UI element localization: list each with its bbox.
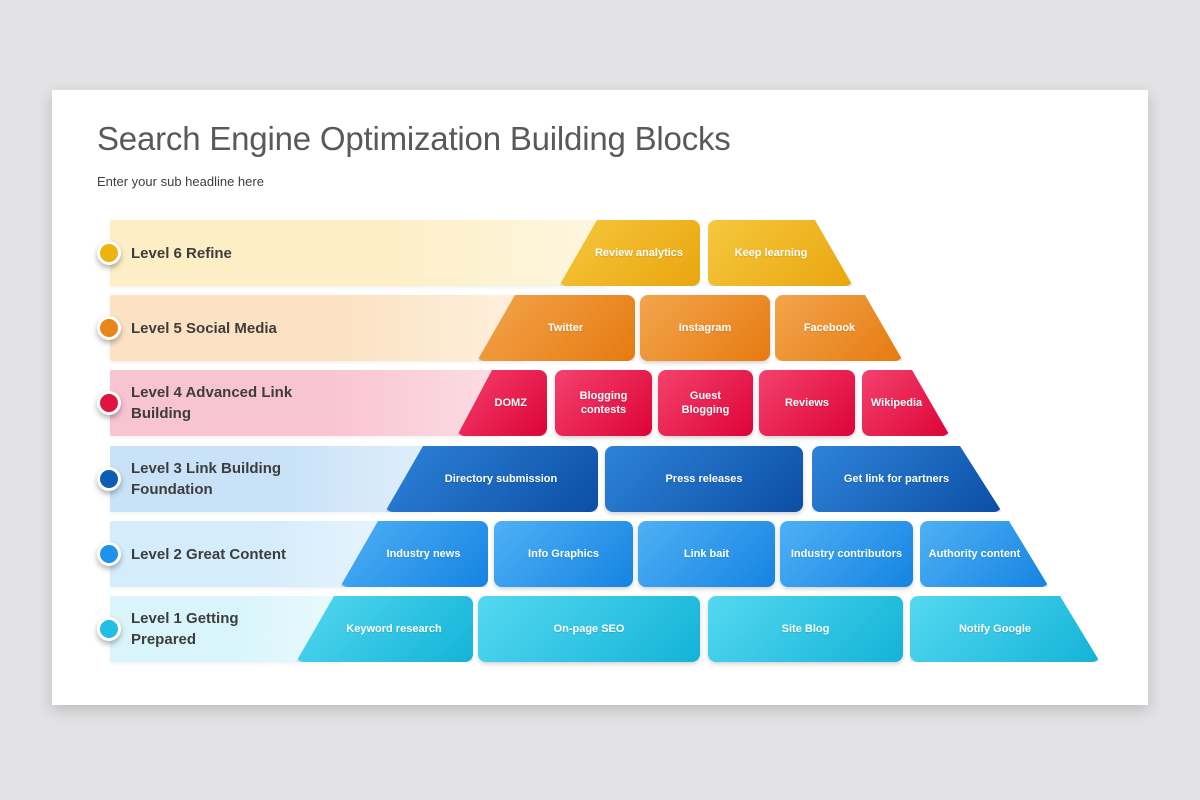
level-band [110,295,524,361]
pyramid-block: Get link for partners [812,446,1002,512]
block-label: Press releases [665,473,743,485]
level-bullet-icon [97,542,121,566]
pyramid-block: Instagram [640,295,770,361]
level-label: Level 5 Social Media [131,319,277,337]
level-bullet-icon [97,467,121,491]
slide: Search Engine Optimization Building Bloc… [52,90,1148,705]
block-label: Site Blog [781,623,830,635]
pyramid-block: Site Blog [708,596,903,662]
block-label: DOMZ [494,397,527,409]
pyramid-block: Facebook [775,295,903,361]
pyramid-block: Guest Blogging [658,370,753,436]
block-label: Get link for partners [843,473,950,485]
pyramid-block: Directory submission [385,446,598,512]
block-label: Keyword research [346,623,442,635]
pyramid-row-level-3: Level 3 Link Building Foundation Director… [52,446,1148,512]
block-label: Twitter [547,322,584,334]
level-band [110,370,502,436]
pyramid-block: Info Graphics [494,521,633,587]
block-label: Facebook [803,322,856,334]
level-label: Level 3 Link Building Foundation [131,460,282,498]
pyramid-block: Keep learning [708,220,853,286]
level-bullet-icon [97,617,121,641]
level-bullet-icon [97,391,121,415]
pyramid-block: Link bait [638,521,775,587]
block-label: Blogging contests [579,390,628,416]
block-label: Info Graphics [528,548,599,560]
level-band [110,446,433,512]
pyramid-row-level-4: Level 4 Advanced Link Building DOMZ Bloggi… [52,370,1148,436]
level-band [110,521,388,587]
block-label: Guest Blogging [681,390,730,416]
block-label: Link bait [683,548,730,560]
pyramid-block: Reviews [759,370,855,436]
pyramid-block: Industry contributors [780,521,913,587]
level-label: Level 1 Getting Prepared [131,610,239,648]
block-label: Industry contributors [790,548,903,560]
block-label: Authority content [928,548,1021,560]
pyramid-row-level-1: Level 1 Getting Prepared Keyword research… [52,596,1148,662]
pyramid-block: Press releases [605,446,803,512]
pyramid-block: Notify Google [910,596,1100,662]
level-label: Level 6 Refine [131,244,232,262]
block-label: Keep learning [734,247,808,259]
pyramid-block: Wikipedia [862,370,950,436]
page-subtitle: Enter your sub headline here [97,174,264,189]
level-bullet-icon [97,241,121,265]
pyramid-block: Authority content [920,521,1049,587]
block-label: Review analytics [594,247,684,259]
page-title: Search Engine Optimization Building Bloc… [97,120,731,157]
block-label: Wikipedia [870,397,923,409]
block-label: Instagram [678,322,732,334]
pyramid-diagram: Level 6 Refine Review analytics Keep learn… [52,90,1148,705]
block-label: Notify Google [958,623,1032,635]
pyramid-block: On-page SEO [478,596,700,662]
pyramid-row-level-2: Level 2 Great Content Industry news Info G… [52,521,1148,587]
pyramid-block: Blogging contests [555,370,652,436]
level-label: Level 4 Advanced Link Building [131,384,293,422]
pyramid-row-level-5: Level 5 Social Media Twitter Instagram Face… [52,295,1148,361]
block-label: Directory submission [444,473,558,485]
block-label: Industry news [386,548,461,560]
level-label: Level 2 Great Content [131,545,287,563]
level-bullet-icon [97,316,121,340]
level-band [110,220,607,286]
block-label: On-page SEO [553,623,625,635]
pyramid-row-level-6: Level 6 Refine Review analytics Keep learn… [52,220,1148,286]
block-label: Reviews [784,397,830,409]
